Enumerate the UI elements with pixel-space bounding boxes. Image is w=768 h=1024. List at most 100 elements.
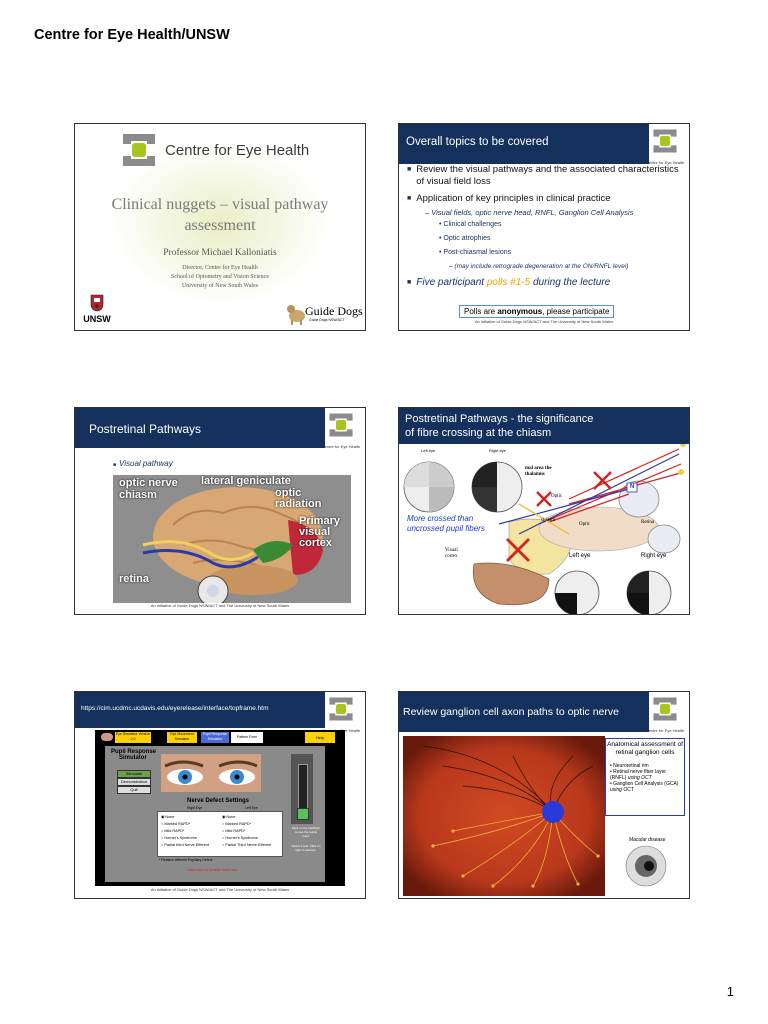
polls-text: Five participant polls #1-5 during the l… [416, 277, 610, 289]
anatomy-box-title: Anatomical assessment of retinal ganglio… [607, 741, 683, 756]
anatomy-box: Anatomical assessment of retinal ganglio… [605, 738, 685, 816]
role-line2: School of Optometry and Vision Science [170, 274, 269, 280]
simulator-panel: Pupil Response Simulator Stimulate Demon… [105, 746, 325, 882]
dot-text: Optic atrophies [443, 235, 491, 242]
option-label: Horner's Syndrome [164, 836, 197, 840]
tab-eye-simulator[interactable]: Eye Simulator Version 2.0 [115, 732, 151, 743]
guide-dogs-logo: Guide Dogs Guide Dogs NSW/ACT [285, 300, 365, 328]
visual-cortex-line2: cortex [445, 554, 458, 559]
subsub-text: (may include retrograde degeneration at … [454, 263, 629, 270]
presenter-name: Professor Michael Kalloniatis [163, 248, 277, 258]
anatomy-item-suffix: using OCT [610, 787, 634, 793]
option-right-mild[interactable]: ○ Mild RAPD* [161, 829, 185, 833]
macular-label: Macular disease [629, 837, 666, 843]
left-eye-label: Left eye [569, 553, 591, 559]
role-line1: Director, Centre for Eye Health [182, 265, 258, 271]
slide1-title-line2: assessment [184, 217, 256, 234]
anatomy-item: • Neuroretinal rim [610, 763, 649, 769]
unsw-text: UNSW [83, 314, 111, 324]
slide-chiasm: Postretinal Pathways - the significance … [398, 407, 690, 615]
slide3-bullet: ■Visual pathway [113, 459, 173, 468]
option-left-mild[interactable]: ○ Mild RAPD* [222, 829, 246, 833]
side-instructions: Click on the flashlight to see the pupil… [291, 826, 321, 852]
option-left-marked[interactable]: ○ Marked RAPD* [222, 822, 252, 826]
side-text-1: Click on the flashlight to see the pupil… [291, 826, 321, 838]
label-optic-nerve: optic nerve [119, 477, 178, 489]
optic-label: Optic [551, 494, 563, 499]
sub-bullet-text: Visual fields, optic nerve head, RNFL, G… [431, 208, 634, 217]
slide4-title-bar: Postretinal Pathways - the significance … [399, 408, 689, 444]
option-left-horners[interactable]: ○ Horner's Syndrome [222, 836, 258, 840]
quit-button[interactable]: Quit [117, 786, 151, 794]
subsub-bullet: – (may include retrograde degeneration a… [449, 263, 629, 270]
crossing-note-line1: More crossed than [407, 514, 474, 523]
n-label: N [630, 484, 635, 490]
slide4-title-line2: of fibre crossing at the chiasm [405, 427, 552, 439]
thalamus-label: mal area the thalamus [525, 466, 552, 477]
polls-text-c: during the lecture [530, 277, 611, 288]
crossing-note-line2: uncrossed pupil fibers [407, 524, 485, 533]
tab-eye-movement[interactable]: Eye Movement Simulator [167, 732, 197, 743]
page-header: Centre for Eye Health/UNSW [34, 27, 230, 43]
polls-text-a: Five participant [416, 277, 487, 288]
unsw-logo: UNSW [80, 294, 114, 324]
right-eye-small-label: Right eye [489, 448, 506, 453]
macular-field-image [625, 845, 667, 887]
brain-pathway-image [142, 487, 323, 603]
tab-help[interactable]: Help [305, 732, 335, 743]
sub-bullet: – Visual fields, optic nerve head, RNFL,… [425, 208, 634, 217]
anatomy-item-text: Ganglion Cell Analysis (GCA) [613, 781, 679, 787]
left-eye-options: ◉ None ○ Marked RAPD* ○ Mild RAPD* ○ Hor… [222, 814, 271, 849]
square-bullet-icon: ■ [407, 195, 412, 202]
anatomy-item-text: Retinal nerve fiber layer (RNFL) [610, 769, 666, 781]
ceh-mini-label: Centre for Eye Health [321, 444, 361, 449]
option-left-none[interactable]: ◉ None [222, 815, 236, 819]
chiasm-label: chiasm [541, 518, 556, 523]
option-label: Horner's Syndrome [225, 836, 258, 840]
demonstration-button[interactable]: Demonstration [117, 778, 151, 786]
stimulate-button[interactable]: Stimulate [117, 770, 151, 778]
slide-title: Centre for Eye Health Clinical nuggets –… [74, 123, 366, 331]
ceh-logo-icon [653, 697, 677, 721]
label-lgn: lateral geniculate [201, 475, 291, 487]
flashlight-panel[interactable] [291, 754, 313, 824]
option-label: Marked RAPD* [225, 822, 252, 826]
slide-footer: An initiative of Guide Dogs NSW/ACT and … [150, 887, 290, 892]
rapd-footnote: * Relative Afferent Pupillary Defect [159, 858, 213, 862]
option-right-none[interactable]: ◉ None [161, 815, 175, 819]
ceh-mini-logo: Centre for Eye Health [321, 412, 361, 449]
side-text-2: Select a test. Click on light to activat… [291, 844, 321, 852]
panel-title: Pupil Response Simulator [111, 749, 156, 761]
option-label: Partial Third Nerve Efferent [225, 843, 272, 847]
right-eye-options: ◉ None ○ Marked RAPD* ○ Mild RAPD* ○ Hor… [161, 814, 209, 849]
tab-pupil-response[interactable]: Pupil Response Simulator [201, 732, 229, 743]
option-right-horners[interactable]: ○ Horner's Syndrome [161, 836, 197, 840]
guide-dogs-text: Guide Dogs [305, 304, 363, 318]
flashlight-tip-icon [297, 808, 309, 820]
label-retina: retina [119, 573, 149, 585]
option-label: None [226, 815, 236, 819]
label-radiation: radiation [275, 498, 322, 510]
option-right-marked[interactable]: ○ Marked RAPD* [161, 822, 191, 826]
label-visual: visual [299, 526, 331, 538]
anatomy-item-text: Neuroretinal rim [613, 763, 649, 769]
slide4-title: Postretinal Pathways - the significance … [405, 412, 593, 440]
left-eye-heading: Left Eye [245, 806, 258, 810]
ceh-mini-logo: Centre for Eye Health [321, 696, 361, 733]
ceh-logo-icon [329, 413, 353, 437]
more-info-link[interactable]: Click here to enable more info [187, 868, 238, 872]
guide-dogs-subtext: Guide Dogs NSW/ACT [309, 318, 345, 322]
label-chiasm: chiasm [119, 489, 157, 501]
fundus-image [403, 736, 605, 896]
slide6-title-bar: Review ganglion cell axon paths to optic… [399, 692, 649, 732]
ceh-mini-logo: Centre for Eye Health [645, 128, 685, 165]
tab-pattern-form[interactable]: Pattern Form [231, 732, 263, 743]
option-left-third-nerve[interactable]: ○ Partial Third Nerve Efferent [222, 843, 272, 847]
square-bullet-icon: ■ [407, 166, 412, 173]
poll-text-c: , please participate [542, 307, 610, 316]
slide2-body: ■ Review the visual pathways and the ass… [407, 164, 679, 289]
option-right-third-nerve[interactable]: ○ Partial third Nerve Efferent [161, 843, 210, 847]
bullet-item: ■ Application of key principles in clini… [407, 193, 679, 205]
slide6-title: Review ganglion cell axon paths to optic… [403, 706, 619, 718]
slide-ganglion: Review ganglion cell axon paths to optic… [398, 691, 690, 899]
